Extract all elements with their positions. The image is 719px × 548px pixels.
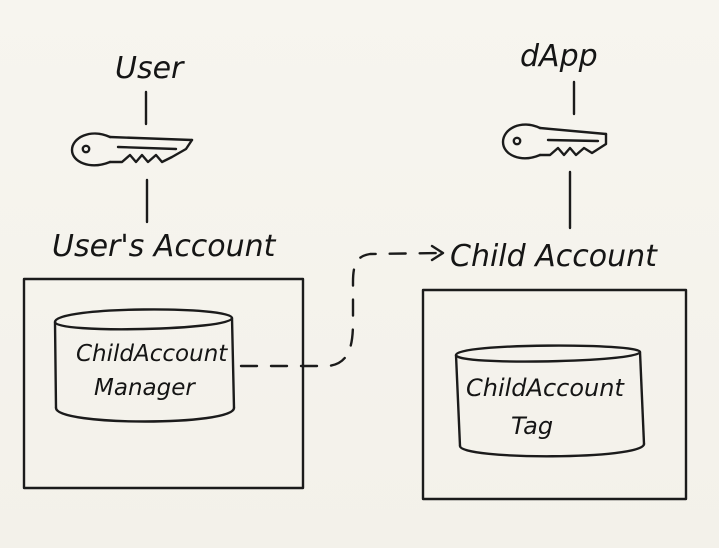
dashed-link-arrowhead — [430, 244, 445, 262]
child-account-manager-store: ChildAccount Manager — [53, 308, 236, 423]
dashed-link-connector — [239, 251, 442, 368]
child-account-box — [421, 288, 688, 501]
users-account-label: User's Account — [52, 229, 277, 264]
users-account-box — [22, 277, 305, 490]
user-key-icon — [70, 132, 194, 167]
tag-label-line2: Tag — [511, 412, 553, 440]
manager-label-line1: ChildAccount — [76, 341, 228, 367]
child-account-tag-store: ChildAccount Tag — [454, 344, 646, 458]
manager-label-line2: Manager — [94, 375, 196, 401]
child-account-label: Child Account — [450, 239, 658, 274]
user-label: User — [115, 51, 185, 86]
tag-label-line1: ChildAccount — [466, 374, 625, 402]
dapp-label: dApp — [520, 39, 598, 74]
dapp-key-icon — [501, 123, 608, 160]
